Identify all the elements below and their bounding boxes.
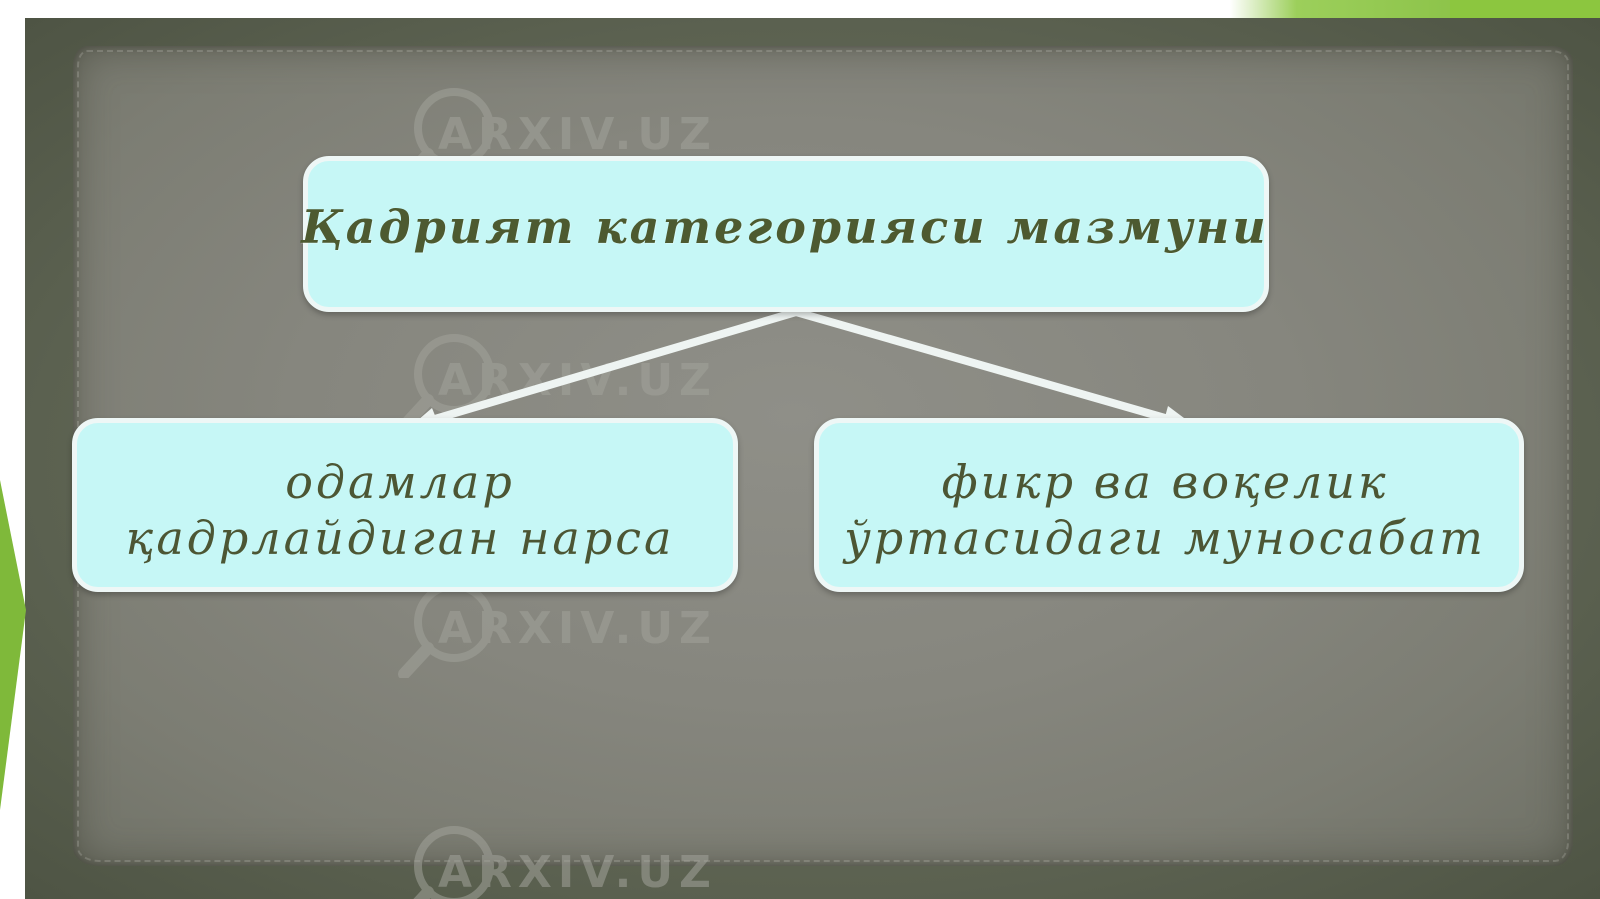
child-concept-label-right: фикр ва воқелик ўртасидаги муносабат bbox=[780, 454, 1550, 566]
child-right-line-1: фикр ва воқелик bbox=[941, 455, 1389, 509]
magnifier-icon bbox=[392, 330, 502, 430]
left-green-accent bbox=[0, 480, 26, 810]
child-concept-box-left bbox=[72, 418, 738, 592]
child-right-line-2: ўртасидаги муносабат bbox=[844, 511, 1486, 565]
root-concept-label: Қадрият категорияси мазмуни bbox=[301, 200, 1269, 254]
top-right-green-block bbox=[1450, 0, 1600, 18]
child-concept-box-right bbox=[814, 418, 1524, 592]
watermark: ARXIV.UZ bbox=[392, 330, 717, 430]
child-left-line-1: одамлар bbox=[285, 455, 515, 509]
root-concept-box bbox=[303, 156, 1269, 312]
magnifier-icon bbox=[392, 822, 502, 899]
watermark: ARXIV.UZ bbox=[392, 822, 717, 899]
watermark: ARXIV.UZ bbox=[392, 578, 717, 678]
magnifier-icon bbox=[392, 578, 502, 678]
child-concept-label-left: одамлар қадрлайдиган нарса bbox=[60, 454, 740, 566]
child-left-line-2: қадрлайдиган нарса bbox=[125, 511, 675, 565]
